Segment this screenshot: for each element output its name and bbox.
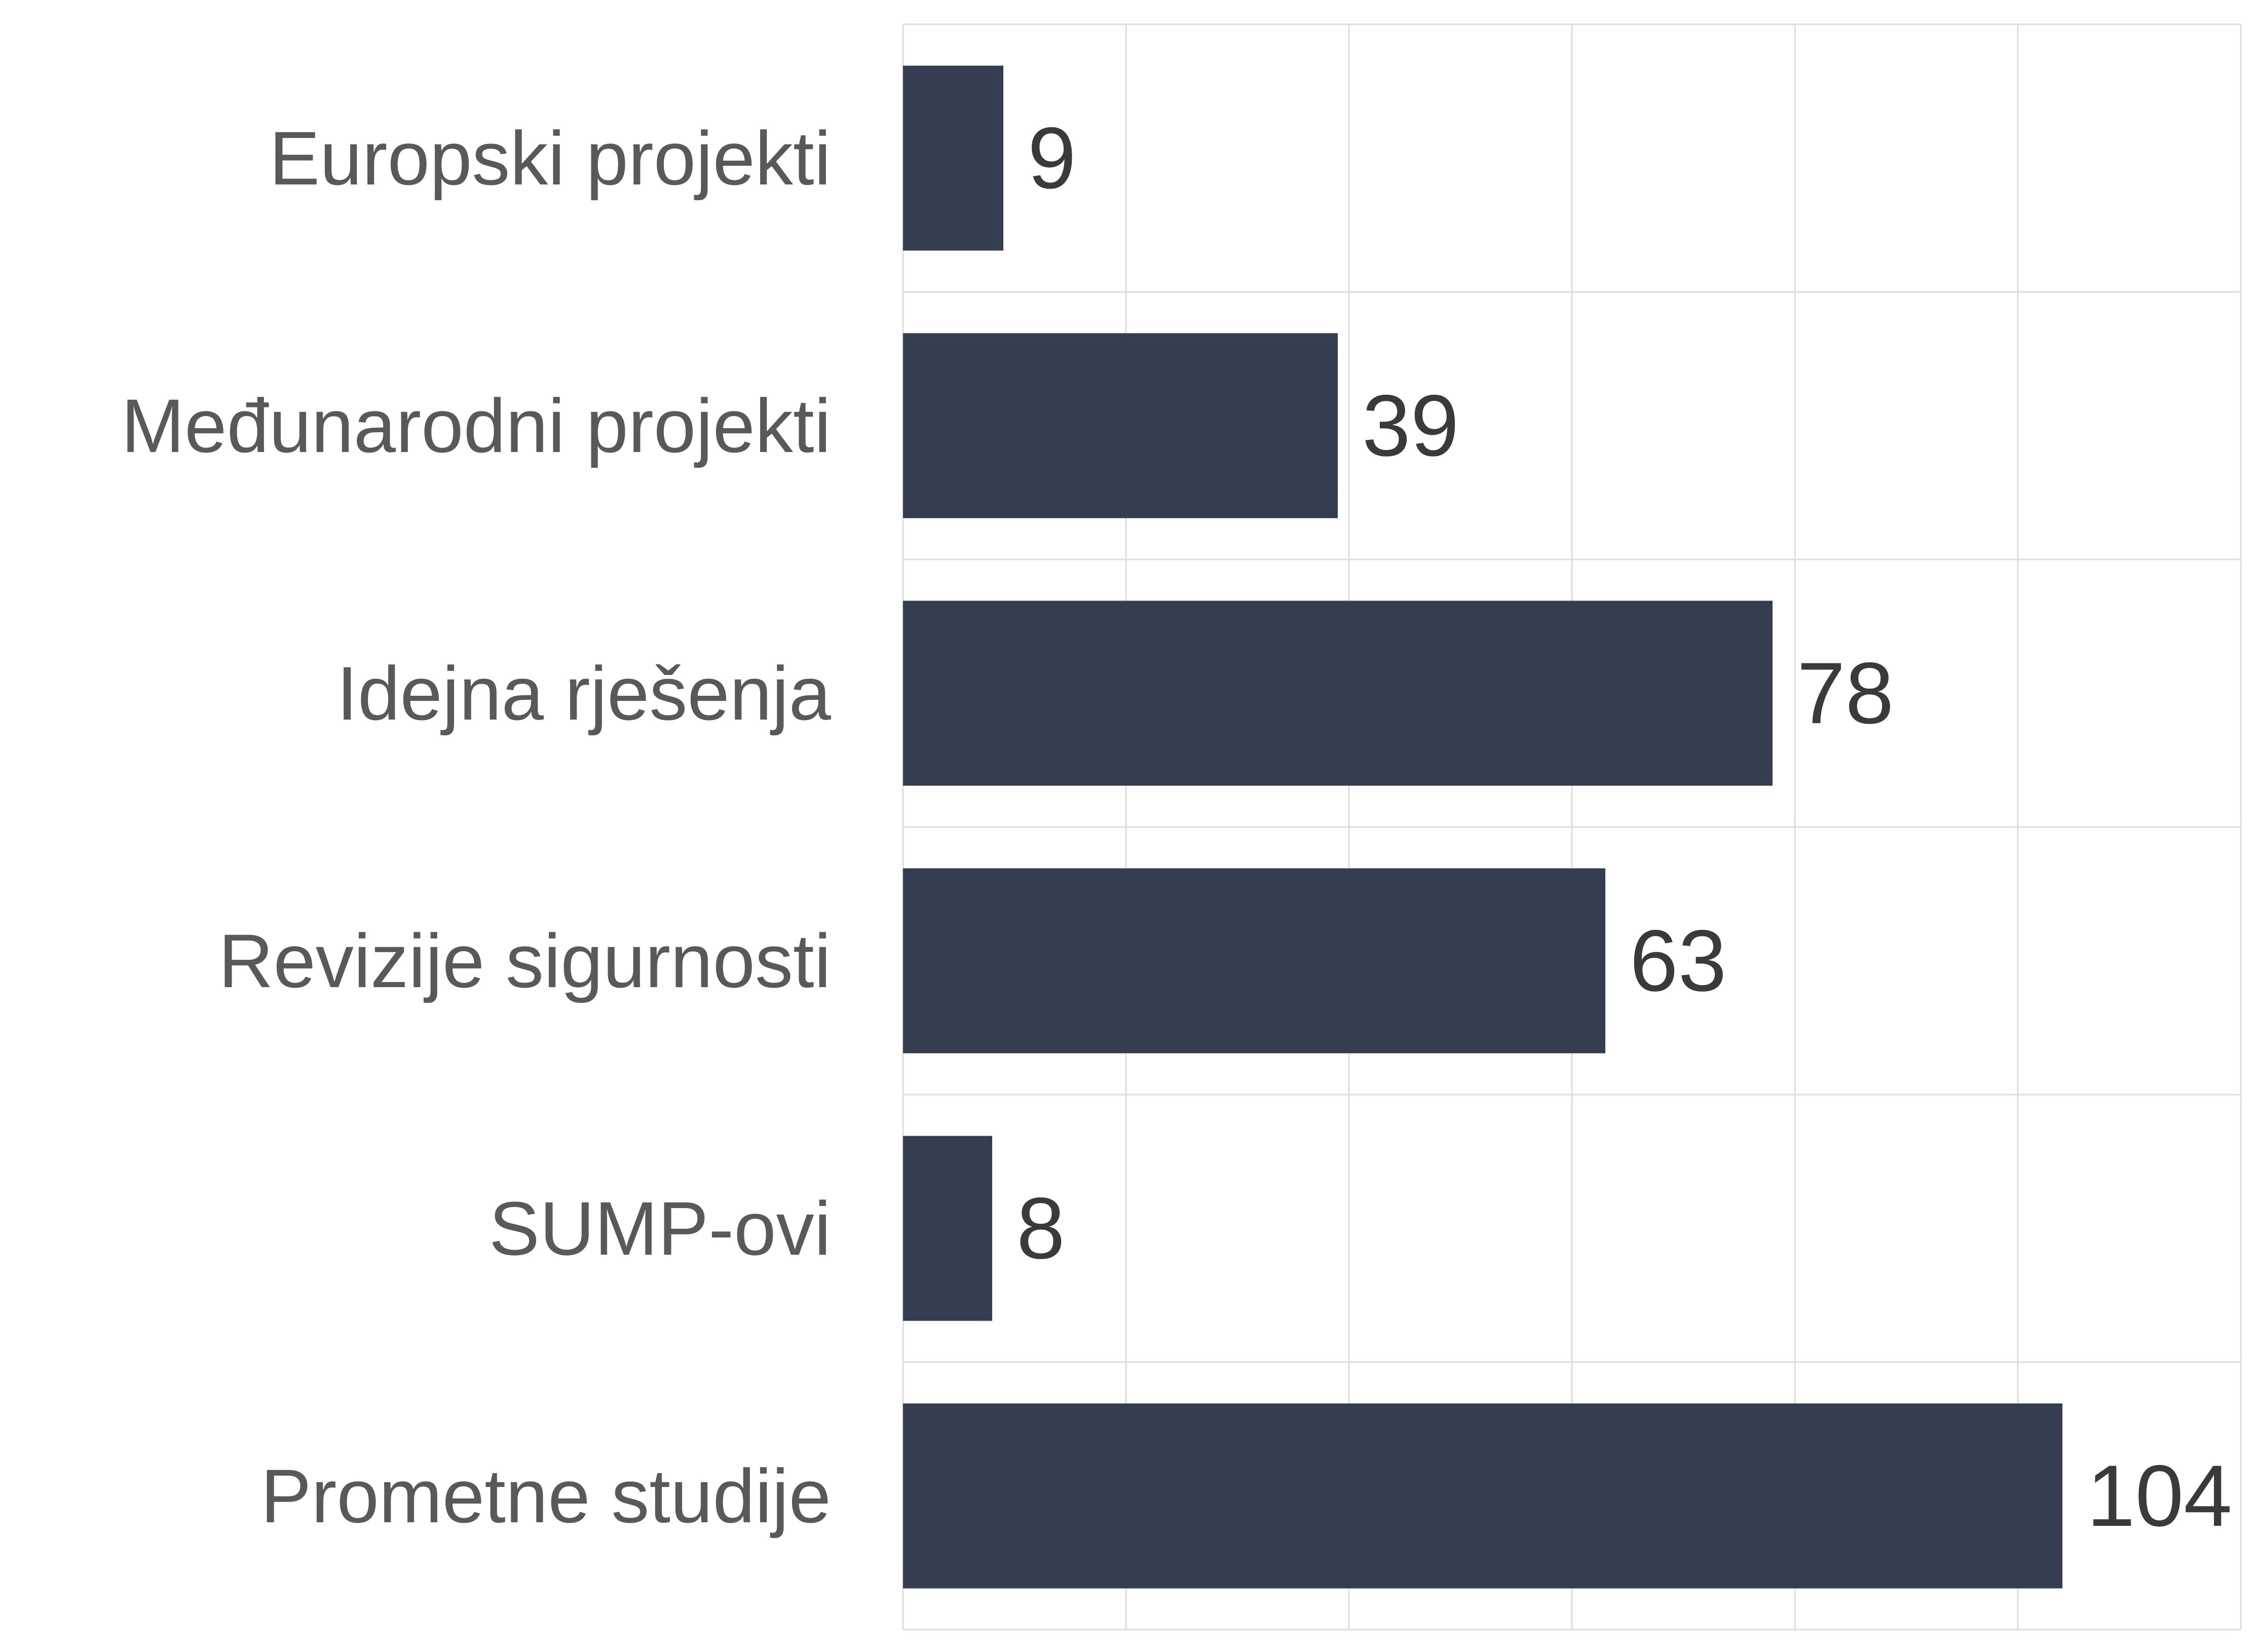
value-label: 63 <box>1630 912 1726 1009</box>
category-label: Europski projekti <box>269 116 831 201</box>
value-label: 78 <box>1797 645 1894 742</box>
value-label: 9 <box>1028 109 1076 207</box>
value-label: 8 <box>1017 1180 1065 1277</box>
category-label: Prometne studije <box>260 1453 831 1538</box>
value-label: 39 <box>1362 377 1459 474</box>
category-label: Idejna rješenja <box>336 651 831 736</box>
bar <box>903 65 1003 251</box>
category-label: Međunarodni projekti <box>121 383 831 468</box>
bars <box>903 65 2062 1589</box>
bar <box>903 1403 2062 1589</box>
bar <box>903 868 1605 1054</box>
bar <box>903 600 1773 786</box>
bar <box>903 333 1338 518</box>
category-label: Revizije sigurnosti <box>218 918 831 1003</box>
value-labels: 9 39 78 63 8 104 <box>1017 109 2232 1545</box>
bar <box>903 1136 992 1321</box>
grid <box>902 23 2242 1631</box>
value-label: 104 <box>2087 1447 2232 1545</box>
category-label: SUMP-ovi <box>489 1186 831 1271</box>
